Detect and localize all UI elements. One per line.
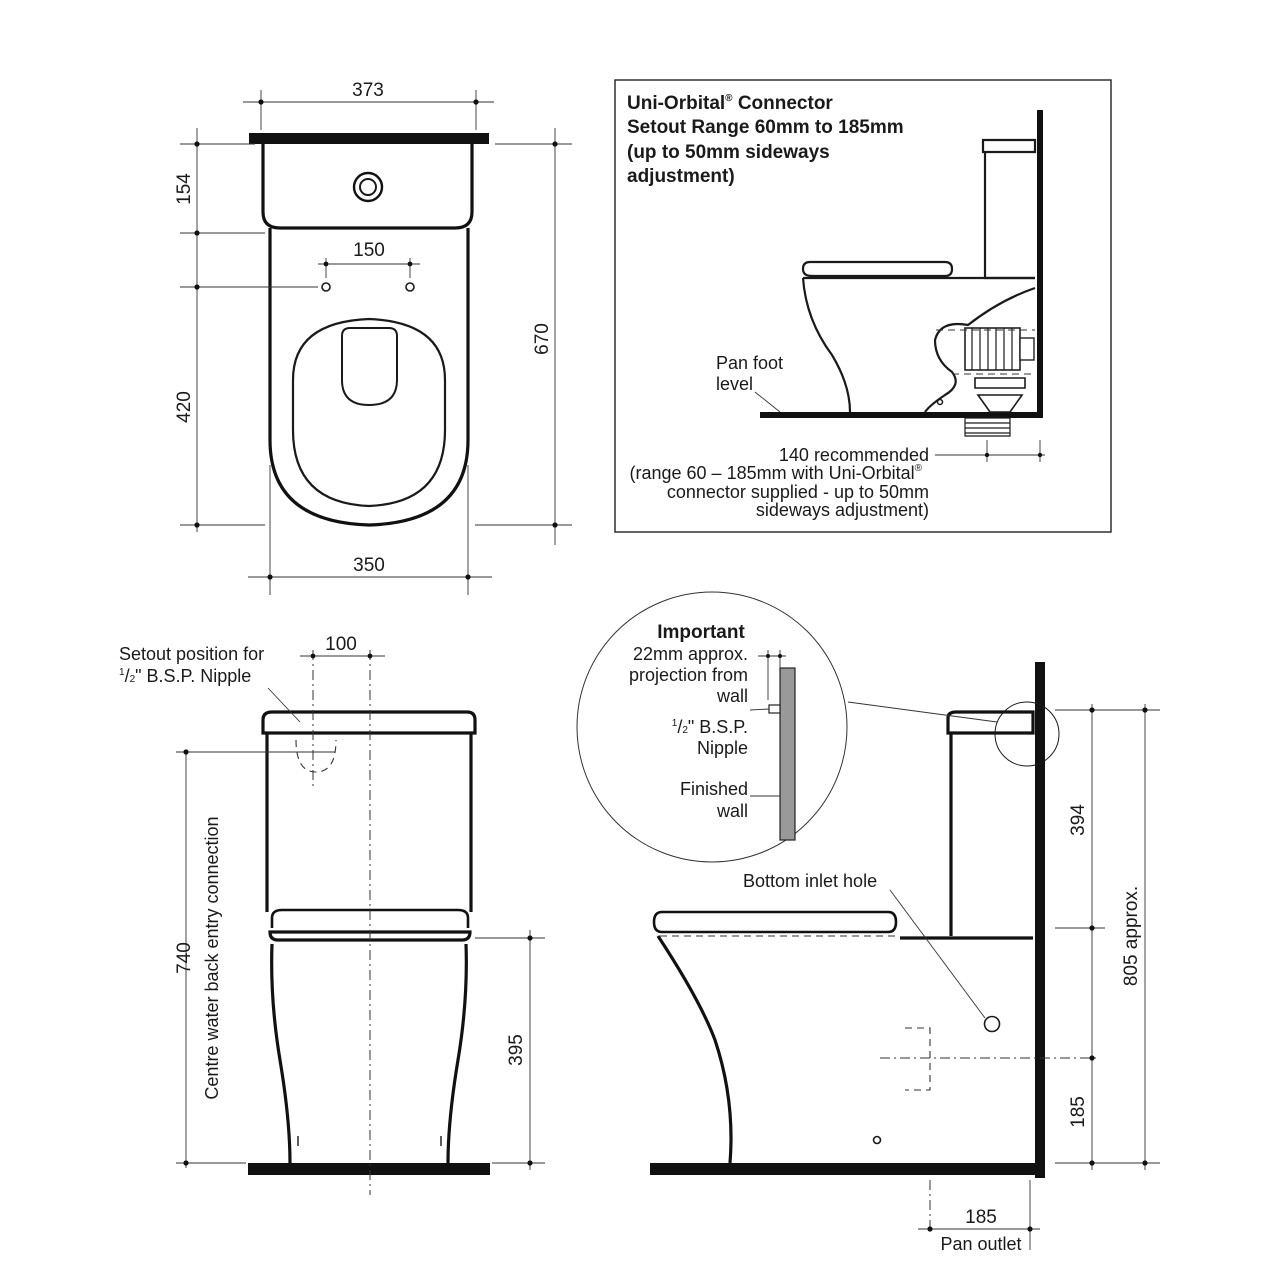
pan-foot-label-1: Pan foot — [716, 353, 783, 373]
connector-seat — [801, 260, 954, 278]
front-elevation: 100 Setout position for 1/2" B.S.P. Nipp… — [119, 634, 545, 1195]
dim-inlet-offset: 100 — [325, 634, 357, 655]
plan-cistern-lid — [249, 133, 489, 144]
nipple-label-line1: 1/2" B.S.P. — [672, 717, 748, 737]
bsp-nipple-icon — [768, 704, 781, 714]
side-elevation: Bottom inlet hole 394 805 approx. 185 18… — [650, 662, 1160, 1254]
note-line1: 140 recommended — [779, 445, 929, 465]
projection-line2: projection from — [629, 665, 748, 685]
uni-orbital-connector — [964, 327, 1021, 371]
note-line3: connector supplied - up to 50mm — [667, 482, 929, 502]
dim-top-width: 373 — [352, 80, 384, 101]
finished-wall-section — [779, 667, 796, 841]
dim-inlet-height: 740 — [174, 942, 195, 974]
nipple-label-line2: Nipple — [697, 738, 748, 758]
plan-pan — [268, 228, 470, 527]
side-seat — [652, 910, 898, 934]
front-cistern — [265, 733, 473, 912]
connector-title-line3: (up to 50mm sideways — [627, 142, 830, 163]
pan-foot-label-2: level — [716, 374, 753, 394]
front-rim — [268, 930, 472, 942]
connector-panel: Uni-Orbital® Connector Setout Range 60mm… — [614, 79, 1112, 533]
flush-button-icon — [352, 171, 384, 203]
plan-view: 373 150 154 420 670 350 — [174, 80, 572, 595]
pan-outlet-label: Pan outlet — [940, 1234, 1021, 1254]
finished-wall-line1: Finished — [680, 779, 748, 799]
bottom-inlet-hole-icon — [983, 1015, 1001, 1033]
projection-line3: wall — [716, 686, 748, 706]
inlet-nipple-hidden — [295, 739, 337, 773]
setout-label-line2: 1/2" B.S.P. Nipple — [119, 666, 251, 686]
front-cistern-lid — [261, 710, 477, 735]
connector-pan — [801, 276, 1035, 413]
projection-line1: 22mm approx. — [633, 644, 748, 664]
bottom-inlet-label: Bottom inlet hole — [743, 871, 877, 891]
flush-button-inner — [359, 178, 377, 196]
setout-label-line1: Setout position for — [119, 644, 264, 664]
dim-pan-height: 395 — [506, 1034, 527, 1066]
dim-pan-width: 350 — [353, 555, 385, 576]
important-label: Important — [657, 622, 745, 643]
side-wall — [1035, 662, 1045, 1178]
dim-outlet-height: 185 — [1068, 1096, 1089, 1128]
dim-outlet-setout: 185 — [965, 1207, 997, 1228]
connector-title-line1: Uni-Orbital® Connector — [627, 93, 833, 114]
front-floor — [248, 1163, 490, 1175]
connector-title-line4: adjustment) — [627, 166, 735, 187]
dim-cistern-depth: 154 — [174, 173, 195, 205]
connector-wall — [1037, 110, 1043, 418]
detail-circle: Important 22mm approx. projection from w… — [576, 591, 848, 863]
dim-overall-depth: 670 — [532, 323, 553, 355]
plan-seat — [291, 317, 447, 508]
plan-seat-hinge-cover — [341, 327, 398, 407]
dim-fixing-spacing: 150 — [353, 240, 385, 261]
dim-overall-height: 805 approx. — [1121, 886, 1142, 986]
fixing-hole-left — [321, 282, 331, 292]
centre-water-label: Centre water back entry connection — [202, 816, 222, 1099]
plan-cistern — [261, 144, 474, 230]
connector-pan-back — [924, 286, 1036, 413]
side-floor — [650, 1163, 1045, 1175]
note-line4: sideways adjustment) — [756, 500, 929, 520]
side-cistern-lid — [946, 710, 1035, 735]
connector-cistern — [981, 138, 1037, 280]
dim-cistern-height: 394 — [1068, 804, 1089, 836]
connector-frame — [614, 79, 1112, 533]
fixing-hole-right — [405, 282, 415, 292]
front-pan — [270, 943, 468, 1164]
connector-title-line2: Setout Range 60mm to 185mm — [627, 117, 904, 138]
connector-floor — [760, 412, 1043, 418]
side-pan-front — [656, 935, 733, 1164]
finished-wall-line2: wall — [716, 801, 748, 821]
note-line2: (range 60 – 185mm with Uni-Orbital® — [630, 463, 923, 483]
detail-callout-marker — [994, 701, 1060, 767]
dim-pan-length: 420 — [174, 391, 195, 423]
